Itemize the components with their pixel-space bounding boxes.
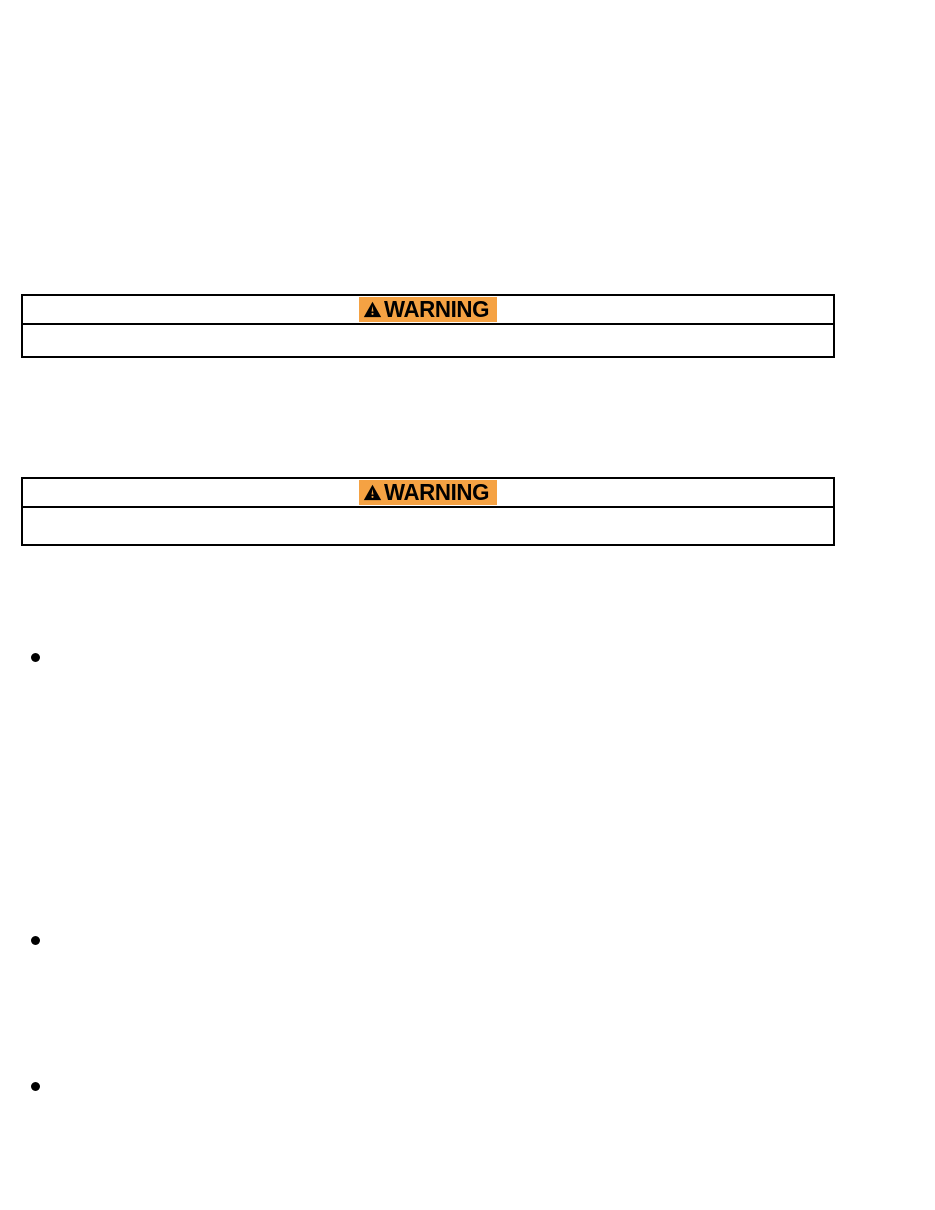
warning-badge-2-label: WARNING (383, 479, 489, 505)
warning-badge-1-label: WARNING (383, 296, 489, 322)
warning-triangle-icon (363, 300, 382, 319)
warning-box-2-body (23, 508, 833, 544)
bullet-marker-icon (31, 936, 40, 945)
warning-box-1-header: WARNING (23, 296, 833, 325)
bullet-marker-icon (31, 653, 40, 662)
warning-box-1: WARNING (21, 294, 835, 358)
list-item (31, 1077, 811, 1091)
warning-badge-1: WARNING (358, 296, 498, 322)
warning-badge-2: WARNING (358, 479, 498, 505)
warning-box-1-body (23, 325, 833, 356)
warning-triangle-icon (363, 483, 382, 502)
list-item (31, 648, 811, 662)
list-item (31, 931, 811, 945)
bullet-marker-icon (31, 1082, 40, 1091)
warning-box-2-header: WARNING (23, 479, 833, 508)
warning-box-2: WARNING (21, 477, 835, 546)
